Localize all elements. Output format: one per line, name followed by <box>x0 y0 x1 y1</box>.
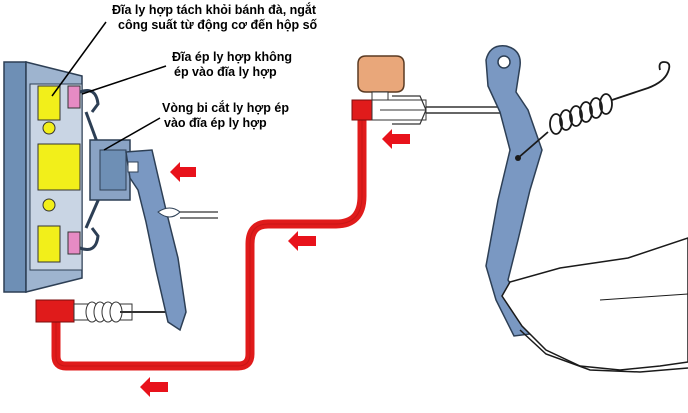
release-bearing <box>89 139 131 201</box>
pressure-plate-label-line2: ép vào đĩa ly hợp <box>174 65 277 79</box>
red-left-arrow-icon <box>170 162 196 182</box>
slave-cylinder <box>35 299 178 323</box>
hydraulic-line <box>51 110 367 371</box>
driver-foot <box>501 237 688 373</box>
red-left-arrow-icon <box>288 231 316 251</box>
release-bearing-label-line1: Vòng bi cắt ly hợp ép <box>162 100 289 115</box>
red-left-arrow-icon <box>140 377 168 397</box>
clutch-disc-label-line2: công suất từ động cơ đến hộp số <box>118 18 318 32</box>
clutch-pedal <box>485 45 543 337</box>
clutch-disc <box>37 85 81 263</box>
red-left-arrow-icon <box>382 129 410 149</box>
leader-lines <box>51 21 167 151</box>
master-cylinder <box>351 55 510 125</box>
pressure-plate-label-line1: Đĩa ép ly hợp không <box>172 50 292 64</box>
release-bearing-label-line2: vào đĩa ép ly hợp <box>164 116 267 130</box>
release-fork <box>125 149 218 332</box>
pressure-plate <box>67 85 102 255</box>
coil-spring-icon <box>517 61 671 159</box>
clutch-disc-label-line1: Đĩa ly hợp tách khỏi bánh đà, ngắt <box>112 2 317 17</box>
